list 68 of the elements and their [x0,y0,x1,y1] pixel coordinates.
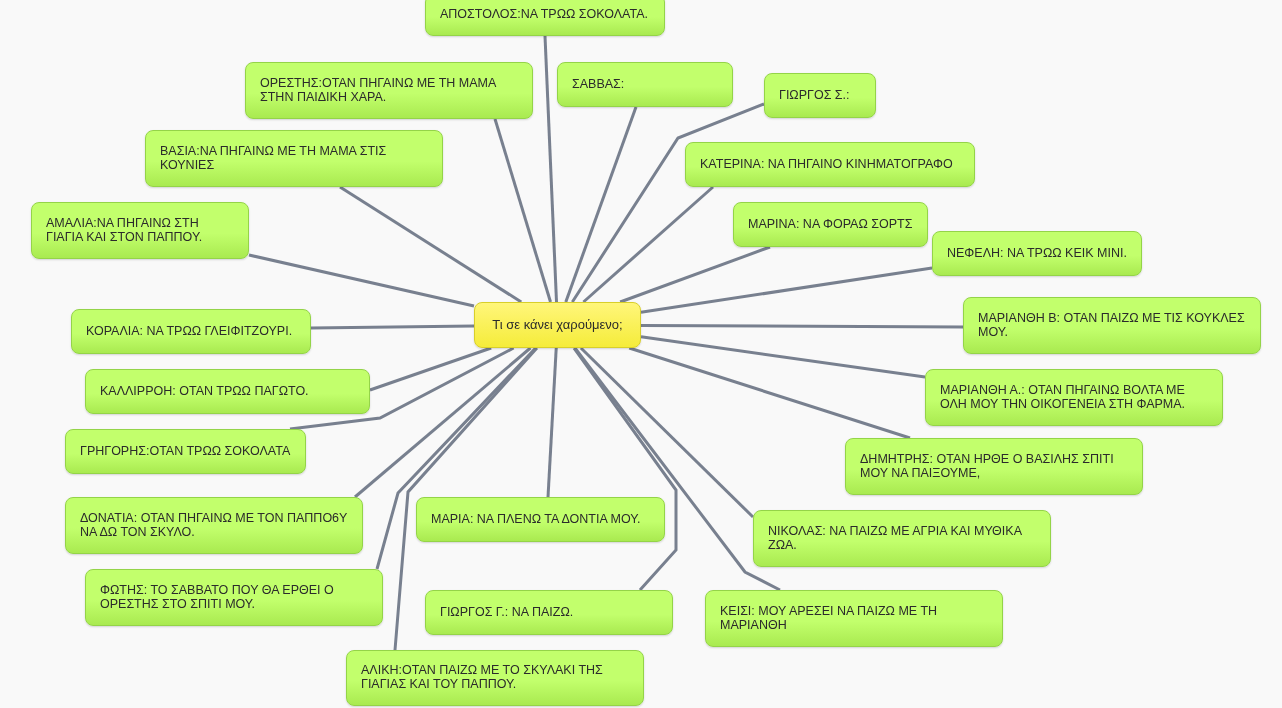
topic-text: ΓΙΩΡΓΟΣ Γ.: ΝΑ ΠΑΙΖΩ. [440,605,574,620]
connector-line [369,346,492,392]
topic-text: ΜΑΡΙΑΝΘΗ Α.: ΟΤΑΝ ΠΗΓΑΙΝΩ ΒΟΛΤΑ ΜΕ ΟΛΗ ΜΟΥ ΤΗΝ ΟΙΚΟΓΕΝΕΙΑ ΣΤΗ ΦΑΡΜΑ. [940,383,1187,412]
topic-text: ΑΜΑΛΙΑ:ΝΑ ΠΗΓΑΙΝΩ ΣΤΗ ΓΙΑΓΙΑ ΚΑΙ ΣΤΟΝ ΠΑΠΠΟΥ. [46,216,204,245]
connector-line [571,102,765,303]
connector-line [564,106,638,303]
topic-box [963,297,1261,354]
connector-line [640,335,926,379]
topic-text: ΚΑΤΕΡΙΝΑ: ΝΑ ΠΗΓΑΙΝΟ ΚΙΝΗΜΑΤΟΓΡΑΦΟ [700,157,953,172]
topic-text: Τι σε κάνει χαρούμενο; [492,317,623,333]
topic-text: ΝΕΦΕΛΗ: ΝΑ ΤΡΩΩ ΚΕΙΚ ΜΙΝΙ. [947,246,1127,261]
connector-line [310,324,474,330]
topic-box [346,650,644,706]
topic-text: ΚΟΡΑΛΙΑ: ΝΑ ΤΡΩΩ ΓΛΕΙΦΙΤΖΟΥΡΙ. [86,324,293,339]
connector-line [582,185,714,304]
connector-line [543,35,558,303]
topic-box [425,0,665,36]
connector-line [354,346,532,499]
topic-box [932,231,1142,276]
topic-text: ΝΙΚΟΛΑΣ: ΝΑ ΠΑΙΖΩ ΜΕ ΑΓΡΙΑ ΚΑΙ ΜΥΘΙΚΑ ΖΩΑ. [768,524,1023,553]
topic-text: ΟΡΕΣΤΗΣ:ΟΤΑΝ ΠΗΓΑΙΝΩ ΜΕ ΤΗ ΜΑΜΑ ΣΤΗΝ ΠΑΙΔΙΚΗ ΧΑΡΑ. [260,76,497,105]
connector-line [248,253,475,308]
topic-text: ΑΛΙΚΗ:ΟΤΑΝ ΠΑΙΖΩ ΜΕ ΤΟ ΣΚΥΛΑΚΙ ΤΗΣ ΓΙΑΓΙΑΣ ΚΑΙ ΤΟΥ ΠΑΠΠΟΥ. [361,664,604,692]
topic-text: ΔΟΝΑΤΙΑ: ΟΤΑΝ ΠΗΓΑΙΝΩ ΜΕ ΤΟΝ ΠΑΠΠΟ6Υ ΝΑ ΔΩ ΤΟΝ ΣΚΥΛΟ. [80,511,348,540]
topic-box [65,429,306,474]
topic-box [425,590,673,635]
topic-text: ΦΩΤΗΣ: ΤΟ ΣΑΒΒΑΤΟ ΠΟΥ ΘΑ ΕΡΘΕΙ Ο ΟΡΕΣΤΗΣ ΣΤΟ ΣΠΙΤΙ ΜΟΥ. [100,583,335,612]
connector-line [619,245,771,304]
topic-box [557,62,733,107]
central-topic [474,302,641,348]
topic-text: ΚΕΙΣΙ: ΜΟΥ ΑΡΕΣΕΙ ΝΑ ΠΑΙΖΩ ΜΕ ΤΗ ΜΑΡΙΑΝΘΗ [720,604,939,633]
connector-line [641,323,963,329]
topic-text: ΜΑΡΙΑ: ΝΑ ΠΛΕΝΩ ΤΑ ΔΟΝΤΙΑ ΜΟΥ. [431,512,641,527]
topic-box [685,142,975,187]
connector-line [572,347,678,591]
topic-box [416,497,665,542]
connector-line [640,266,933,314]
topic-box [764,73,876,118]
topic-box [71,309,311,354]
connector-line [393,347,539,651]
connector-line [573,347,781,592]
topic-box [925,369,1223,426]
connector-line [289,346,515,431]
topic-box [145,130,443,187]
connector-line [339,185,523,304]
topic-text: ΚΑΛΛΙΡΡΟΗ: ΟΤΑΝ ΤΡΩΩ ΠΑΓΩΤΟ. [100,384,309,399]
topic-text: ΜΑΡΙΝΑ: ΝΑ ΦΟΡΑΩ ΣΟΡΤΣ [748,217,913,232]
topic-text: ΒΑΣΙΑ:ΝΑ ΠΗΓΑΙΝΩ ΜΕ ΤΗ ΜΑΜΑ ΣΤΙΣ ΚΟΥΝΙΕΣ [160,144,388,173]
connector-line [546,347,558,498]
topic-text: ΑΠΟΣΤΟΛΟΣ:ΝΑ ΤΡΩΩ ΣΟΚΟΛΑΤΑ. [440,8,648,22]
topic-box [845,438,1143,495]
topic-text: ΓΙΩΡΓΟΣ Σ.: [779,88,850,103]
topic-box [753,510,1051,567]
topic-box [245,62,533,119]
connector-line [375,346,537,570]
topic-text: ΓΡΗΓΟΡΗΣ:ΟΤΑΝ ΤΡΩΩ ΣΟΚΟΛΑΤΑ [80,444,291,459]
topic-text: ΔΗΜΗΤΡΗΣ: ΟΤΑΝ ΗΡΘΕ Ο ΒΑΣΙΛΗΣ ΣΠΙΤΙ ΜΟΥ ΝΑ ΠΑΙΞΟΥΜΕ, [860,452,1115,481]
connector-line [579,346,755,519]
connector-line [628,346,911,440]
topic-text: ΜΑΡΙΑΝΘΗ Β: ΟΤΑΝ ΠΑΙΖΩ ΜΕ ΤΙΣ ΚΟΥΚΛΕΣ ΜΟΥ. [978,311,1246,340]
topic-box [733,202,928,247]
topic-box [85,569,383,626]
topic-text: ΣΑΒΒΑΣ: [572,77,625,92]
connector-line [493,118,552,303]
topic-box [65,497,363,554]
topic-box [705,590,1003,647]
topic-box [31,202,249,259]
topic-box [85,369,370,414]
